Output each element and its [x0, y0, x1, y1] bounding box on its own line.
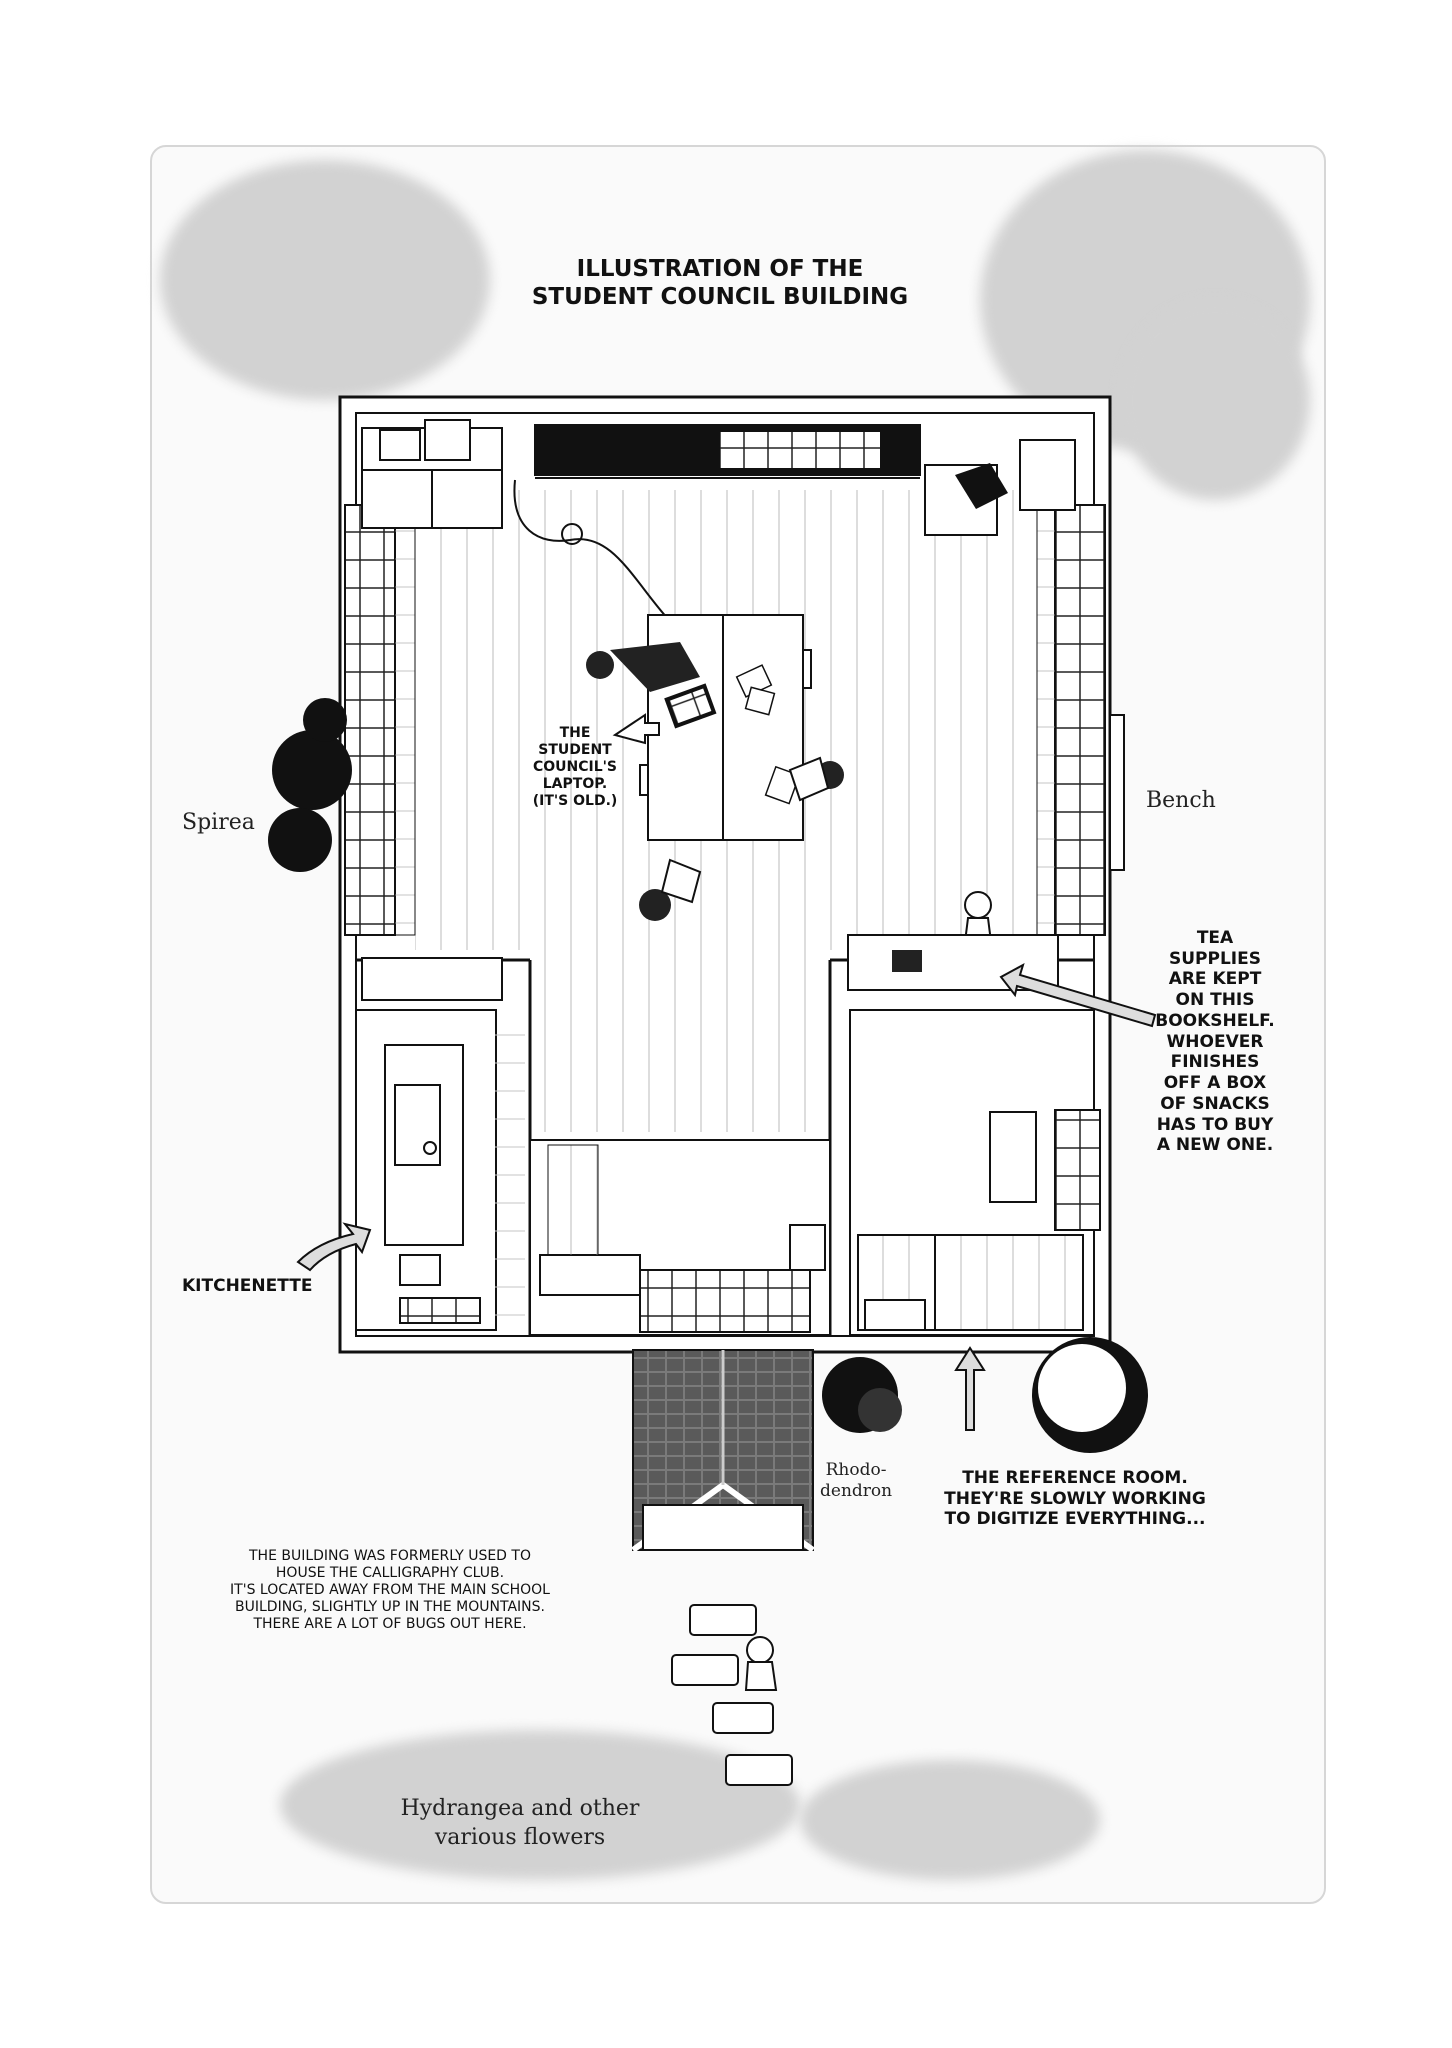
shrub-icon — [822, 1357, 902, 1433]
hydrangea-label-line: various flowers — [434, 1824, 606, 1850]
person-icon — [639, 858, 702, 921]
bench — [1109, 714, 1125, 871]
rhododendron-label-line: Rhodo- — [825, 1460, 887, 1480]
shrub-icon — [1032, 1337, 1148, 1453]
entrance-door — [639, 1269, 811, 1333]
laptop-caption: THE STUDENT COUNCIL'S LAPTOP. (IT'S OLD.… — [495, 725, 655, 810]
reference-caption-line: THE REFERENCE ROOM. — [962, 1468, 1188, 1488]
arrow-icon — [612, 713, 660, 745]
reference-caption-line: THEY'RE SLOWLY WORKING — [944, 1488, 1206, 1509]
bag — [955, 463, 1008, 509]
tea-caption-line: FINISHES — [1170, 1052, 1260, 1073]
stepping-stone — [671, 1654, 739, 1686]
spirea-label: Spirea — [182, 810, 255, 835]
left-veranda — [394, 504, 416, 936]
reference-caption: THE REFERENCE ROOM. THEY'RE SLOWLY WORKI… — [925, 1468, 1225, 1530]
person-icon — [788, 756, 844, 802]
building-note: THE BUILDING WAS FORMERLY USED TO HOUSE … — [200, 1548, 580, 1633]
tea-caption-line: ARE KEPT — [1168, 969, 1262, 990]
rhododendron-label: Rhodo- dendron — [820, 1460, 892, 1503]
tea-caption-line: SUPPLIES — [1169, 948, 1261, 969]
left-shelf — [361, 957, 503, 1001]
laptop-caption-line: STUDENT — [538, 742, 612, 759]
laptop-icon — [664, 683, 717, 729]
foliage-bottom-right — [800, 1760, 1100, 1880]
reference-caption-line: TO DIGITIZE EVERYTHING... — [944, 1509, 1206, 1530]
foliage-top-left — [160, 160, 490, 400]
rhododendron-label-line: dendron — [820, 1481, 893, 1502]
kitchen-mat — [399, 1297, 481, 1324]
right-shoji — [1054, 504, 1106, 936]
foliage-bottom — [280, 1730, 800, 1880]
tea-caption: TEA SUPPLIES ARE KEPT ON THIS BOOKSHELF.… — [1140, 928, 1290, 1156]
stepping-stone — [725, 1754, 793, 1786]
laptop-caption-line: LAPTOP. — [542, 776, 608, 793]
person-icon — [586, 642, 700, 692]
reference-desk — [989, 1111, 1037, 1203]
building-note-line: THERE ARE A LOT OF BUGS OUT HERE. — [253, 1616, 527, 1633]
title-line-1: ILLUSTRATION OF THE — [576, 256, 864, 282]
page-title: ILLUSTRATION OF THE STUDENT COUNCIL BUIL… — [420, 255, 1020, 311]
arrow-icon — [954, 1346, 986, 1431]
tea-caption-line: BOOKSHELF. — [1155, 1010, 1275, 1031]
tea-caption-line: HAS TO BUY — [1156, 1114, 1274, 1135]
building-note-line: HOUSE THE CALLIGRAPHY CLUB. — [275, 1565, 505, 1582]
kitchenette-label: KITCHENETTE — [182, 1276, 313, 1296]
tea-caption-line: WHOEVER — [1166, 1031, 1264, 1052]
reference-window — [1054, 1109, 1101, 1231]
building-note-line: IT'S LOCATED AWAY FROM THE MAIN SCHOOL — [230, 1582, 550, 1599]
bench-label: Bench — [1146, 788, 1216, 813]
top-window-grid — [720, 432, 880, 468]
foliage-right — [1120, 300, 1310, 500]
shrub-icon — [268, 698, 352, 872]
laptop-caption-line: COUNCIL'S — [532, 759, 618, 776]
stepping-stone — [712, 1702, 774, 1734]
arrow-icon — [999, 962, 1157, 1028]
tea-caption-line: OF SNACKS — [1160, 1093, 1270, 1114]
building-note-line: THE BUILDING WAS FORMERLY USED TO — [248, 1548, 531, 1564]
arrow-icon — [296, 1222, 372, 1272]
main-room-lower-floor — [530, 950, 830, 1132]
left-shoji — [344, 504, 396, 936]
title-line-2: STUDENT COUNCIL BUILDING — [531, 284, 909, 311]
shoe-rack — [539, 1254, 641, 1296]
hydrangea-label: Hydrangea and other various flowers — [360, 1795, 680, 1852]
right-veranda — [1036, 504, 1056, 936]
tea-caption-line: A NEW ONE. — [1156, 1135, 1274, 1156]
building-note-line: BUILDING, SLIGHTLY UP IN THE MOUNTAINS. — [235, 1599, 545, 1616]
tea-caption-line: OFF A BOX — [1163, 1073, 1267, 1094]
table-right — [722, 614, 804, 841]
person-icon — [744, 1636, 778, 1691]
laptop-caption-line: (IT'S OLD.) — [532, 793, 618, 810]
tea-caption-line: ON THIS — [1175, 990, 1255, 1011]
stepping-stone — [689, 1604, 757, 1636]
laptop-caption-line: THE — [559, 725, 591, 741]
hydrangea-label-line: Hydrangea and other — [400, 1796, 640, 1821]
tea-caption-line: TEA — [1196, 928, 1234, 948]
